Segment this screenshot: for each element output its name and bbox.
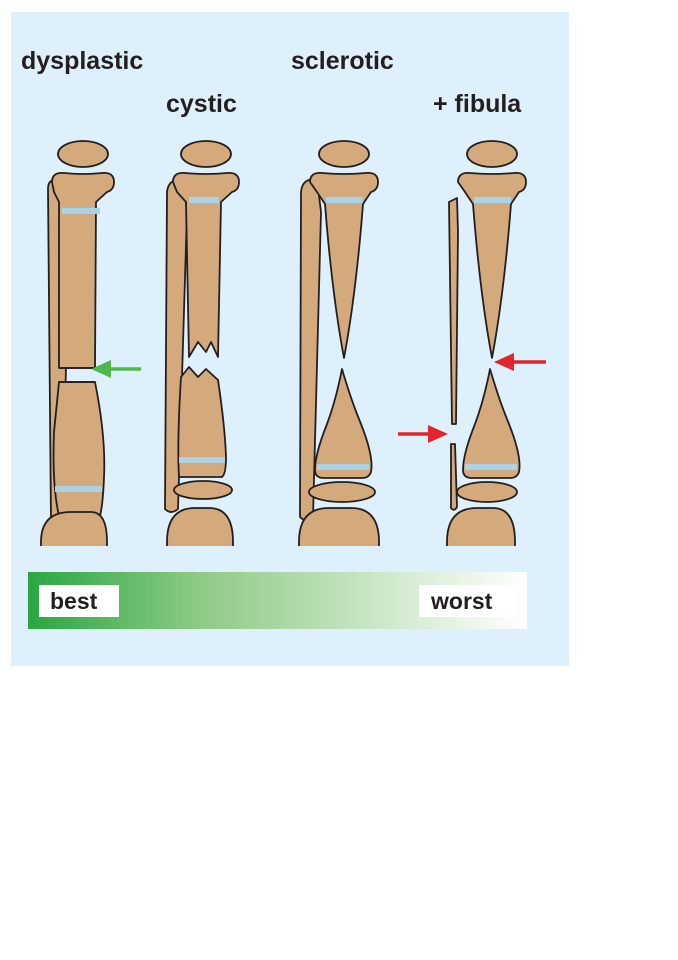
- talus: [166, 507, 234, 548]
- femur-condyle: [466, 140, 518, 168]
- fibula-distal: [450, 443, 458, 511]
- femur-condyle: [180, 140, 232, 168]
- growth-plate-distal: [317, 464, 369, 470]
- best-label-box: [39, 585, 119, 617]
- tibia-proximal: [309, 172, 379, 359]
- talus-mask: [445, 546, 517, 552]
- growth-plate-distal: [465, 464, 517, 470]
- leg-sclerotic: [297, 140, 381, 552]
- arrow-left-icon: [91, 360, 141, 378]
- leg-fibula: [398, 140, 546, 552]
- talus-cap: [308, 481, 376, 503]
- tibia-distal: [314, 368, 373, 479]
- tibia-pseudarthrosis-diagram: dysplastic cystic sclerotic + fibula: [11, 12, 569, 666]
- fibula-proximal: [448, 197, 459, 425]
- growth-plate-proximal: [326, 197, 363, 203]
- label-worst: worst: [430, 588, 493, 614]
- background: [11, 12, 569, 666]
- growth-plate-distal: [179, 457, 225, 463]
- talus: [446, 507, 516, 548]
- worst-label-box: [419, 585, 517, 617]
- arrow-right-icon: [398, 425, 448, 443]
- femur-condyle: [57, 140, 109, 168]
- leg-dysplastic: [39, 140, 141, 552]
- growth-plate-proximal: [62, 208, 100, 214]
- tibia-distal: [462, 368, 521, 479]
- tibia-proximal: [457, 172, 527, 359]
- tibia-distal: [177, 366, 227, 478]
- talus-cap: [456, 481, 518, 503]
- leg-cystic: [164, 140, 240, 552]
- talus-mask: [297, 546, 381, 552]
- label-sclerotic: sclerotic: [291, 47, 394, 75]
- growth-plate-distal: [55, 486, 102, 492]
- arrow-left-icon: [494, 353, 546, 371]
- talus: [40, 511, 108, 548]
- talus: [298, 507, 380, 548]
- tibia-proximal: [172, 172, 240, 358]
- talus-mask: [39, 546, 109, 552]
- label-best: best: [50, 588, 98, 614]
- tibia-proximal: [51, 172, 115, 369]
- diagram-panel: dysplastic cystic sclerotic + fibula: [11, 12, 569, 666]
- label-dysplastic: dysplastic: [21, 47, 143, 75]
- severity-scale: best worst: [28, 572, 527, 629]
- growth-plate-proximal: [189, 197, 219, 203]
- label-fibula: + fibula: [433, 90, 522, 118]
- talus-mask: [165, 546, 235, 552]
- talus-cap: [173, 480, 233, 500]
- label-cystic: cystic: [166, 90, 237, 118]
- tibia-distal: [52, 381, 106, 517]
- growth-plate-proximal: [474, 197, 511, 203]
- femur-condyle: [318, 140, 370, 168]
